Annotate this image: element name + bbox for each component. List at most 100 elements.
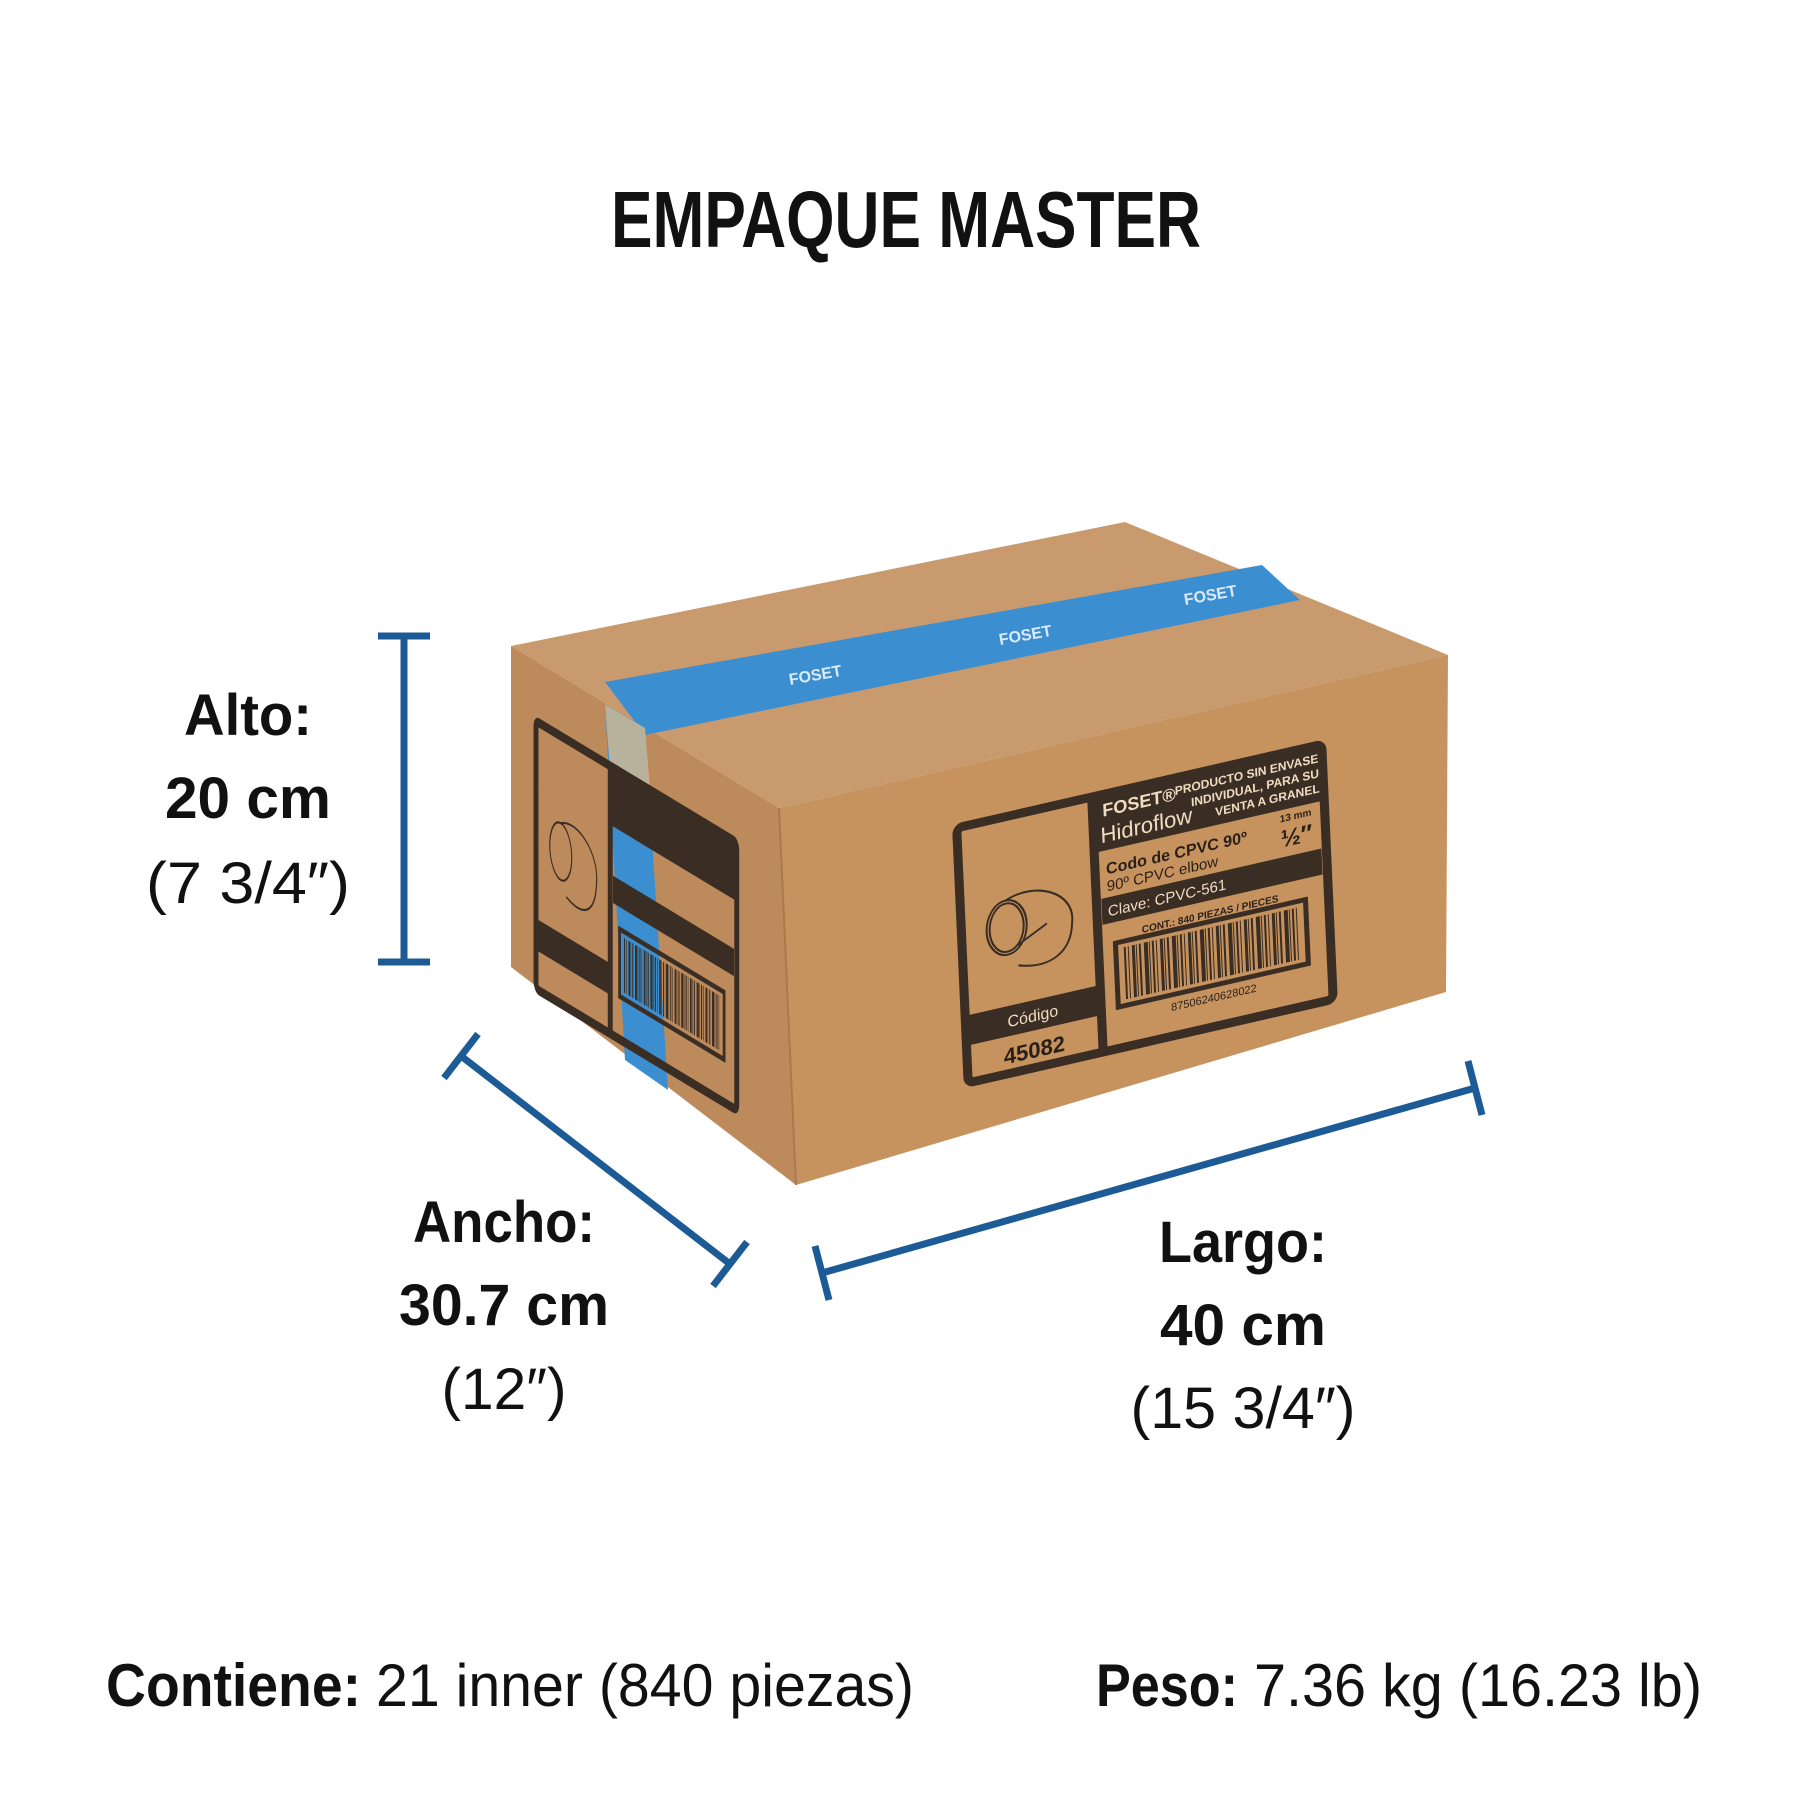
barcode-bar — [1250, 917, 1256, 971]
barcode-bar — [1138, 943, 1144, 996]
alto-dimension-line — [378, 632, 430, 966]
barcode-bar — [1194, 930, 1200, 984]
barcode-bar — [632, 943, 634, 999]
alto-text: Alto: 20 cm (7 3/4″) — [146, 683, 350, 916]
barcode-bar — [1207, 927, 1213, 981]
barcode-bar — [705, 987, 708, 1043]
front-product-label: FOSET® Hidroflow PRODUCTO SIN ENVASE IND… — [952, 740, 1338, 1087]
barcode-bar — [646, 951, 647, 1007]
packing-tape-top — [605, 565, 1300, 735]
barcode-bar — [1199, 928, 1207, 982]
ancho-dimension-line — [441, 1031, 750, 1289]
barcode-bar — [692, 979, 693, 1035]
barcode-bar — [678, 970, 680, 1027]
alto-metric: 20 cm — [165, 766, 331, 831]
barcode-bar — [630, 942, 632, 997]
barcode-bar — [674, 968, 677, 1025]
barcode-bar — [639, 947, 641, 1003]
barcode-bar — [635, 944, 638, 1001]
barcode-bar — [641, 948, 643, 1004]
barcode-bar — [1275, 912, 1280, 965]
contents-label: Contiene: — [106, 1652, 361, 1719]
barcode-bar — [637, 946, 639, 1002]
label-border — [952, 740, 1338, 1087]
barcode-bar — [1239, 920, 1244, 973]
barcode-bar — [1232, 922, 1237, 975]
barcode-bar — [1267, 914, 1272, 967]
alto-label: Alto: — [184, 683, 312, 748]
barcode-bar — [685, 975, 687, 1031]
barcode-bar — [670, 965, 672, 1022]
barcode-frame — [1112, 896, 1311, 1011]
barcode-bar — [1235, 921, 1241, 974]
barcode-bar — [663, 961, 665, 1017]
weight-value: 7.36 kg (16.23 lb) — [1254, 1652, 1702, 1719]
barcode-bar — [676, 969, 678, 1025]
barcode-bar — [653, 955, 654, 1011]
barcode-bar — [665, 963, 669, 1020]
barcode-bar — [1271, 912, 1278, 966]
ancho-text: Ancho: 30.7 cm (12″) — [399, 1190, 609, 1422]
barcode-bar — [650, 953, 653, 1010]
barcode-bar — [661, 960, 662, 1016]
ancho-metric: 30.7 cm — [399, 1273, 609, 1338]
box-edge — [778, 807, 797, 1186]
barcode-bar — [1143, 941, 1151, 995]
barcode-bar — [1283, 909, 1291, 963]
dimension-lines — [378, 632, 1486, 1301]
barcode-bar — [1204, 928, 1209, 981]
barcode-bar — [716, 993, 718, 1050]
barcode-bar — [1127, 946, 1132, 999]
barcode-bar — [647, 952, 649, 1008]
elbow-icon — [985, 889, 1074, 967]
barcode-bar — [693, 980, 695, 1036]
barcode-bar — [687, 976, 689, 1032]
label-code-band — [965, 985, 1102, 1046]
barcode — [1123, 907, 1300, 1000]
barcode-bar — [1255, 916, 1263, 970]
barcode-bar — [1155, 939, 1160, 992]
barcode-bar — [1211, 926, 1216, 980]
alto-imperial: (7 3/4″) — [146, 851, 350, 916]
barcode-bar — [1151, 940, 1157, 993]
barcode-bar — [1247, 918, 1252, 971]
barcode-bar — [1123, 946, 1129, 1000]
barcode-bar — [628, 940, 631, 997]
barcode-bar — [626, 939, 627, 995]
barcode-bar — [1278, 911, 1284, 964]
master-box: FOSET FOSET FOSET FOSET® Hidroflow PRODU… — [511, 522, 1448, 1186]
barcode-bar — [1291, 908, 1297, 961]
barcode-bar — [690, 977, 692, 1034]
barcode-bar — [1260, 915, 1265, 968]
barcode-bar — [718, 995, 720, 1051]
contents-value: 21 inner (840 piezas) — [376, 1652, 914, 1719]
barcode-bar — [714, 992, 716, 1048]
barcode-bar — [703, 985, 704, 1041]
barcode-bar — [657, 957, 658, 1013]
largo-imperial: (15 3/4″) — [1131, 1376, 1356, 1441]
barcode-bar — [707, 988, 709, 1044]
barcode-bar — [701, 984, 703, 1040]
barcode-bar — [683, 974, 685, 1030]
barcode-bar — [699, 983, 700, 1039]
barcode-bar — [672, 967, 673, 1023]
barcode-bar — [712, 991, 715, 1048]
barcode-bar — [1263, 914, 1269, 968]
barcode-bar — [668, 964, 670, 1020]
largo-label: Largo: — [1159, 1210, 1327, 1275]
barcode-bar — [1176, 934, 1181, 988]
barcode-bar — [681, 972, 684, 1029]
ancho-imperial: (12″) — [442, 1357, 567, 1422]
barcode-bar — [643, 950, 646, 1006]
barcode-bar — [1179, 934, 1185, 987]
barcode-bar — [624, 938, 626, 994]
barcode-bar — [1191, 931, 1196, 984]
barcode-bar — [1288, 909, 1293, 962]
barcode-bar — [696, 981, 699, 1038]
barcode-bar — [1159, 938, 1166, 992]
barcode-bar — [1295, 907, 1300, 960]
barcode-bar — [1215, 925, 1222, 979]
side-product-label — [533, 717, 740, 1114]
barcode-bar — [654, 956, 656, 1012]
